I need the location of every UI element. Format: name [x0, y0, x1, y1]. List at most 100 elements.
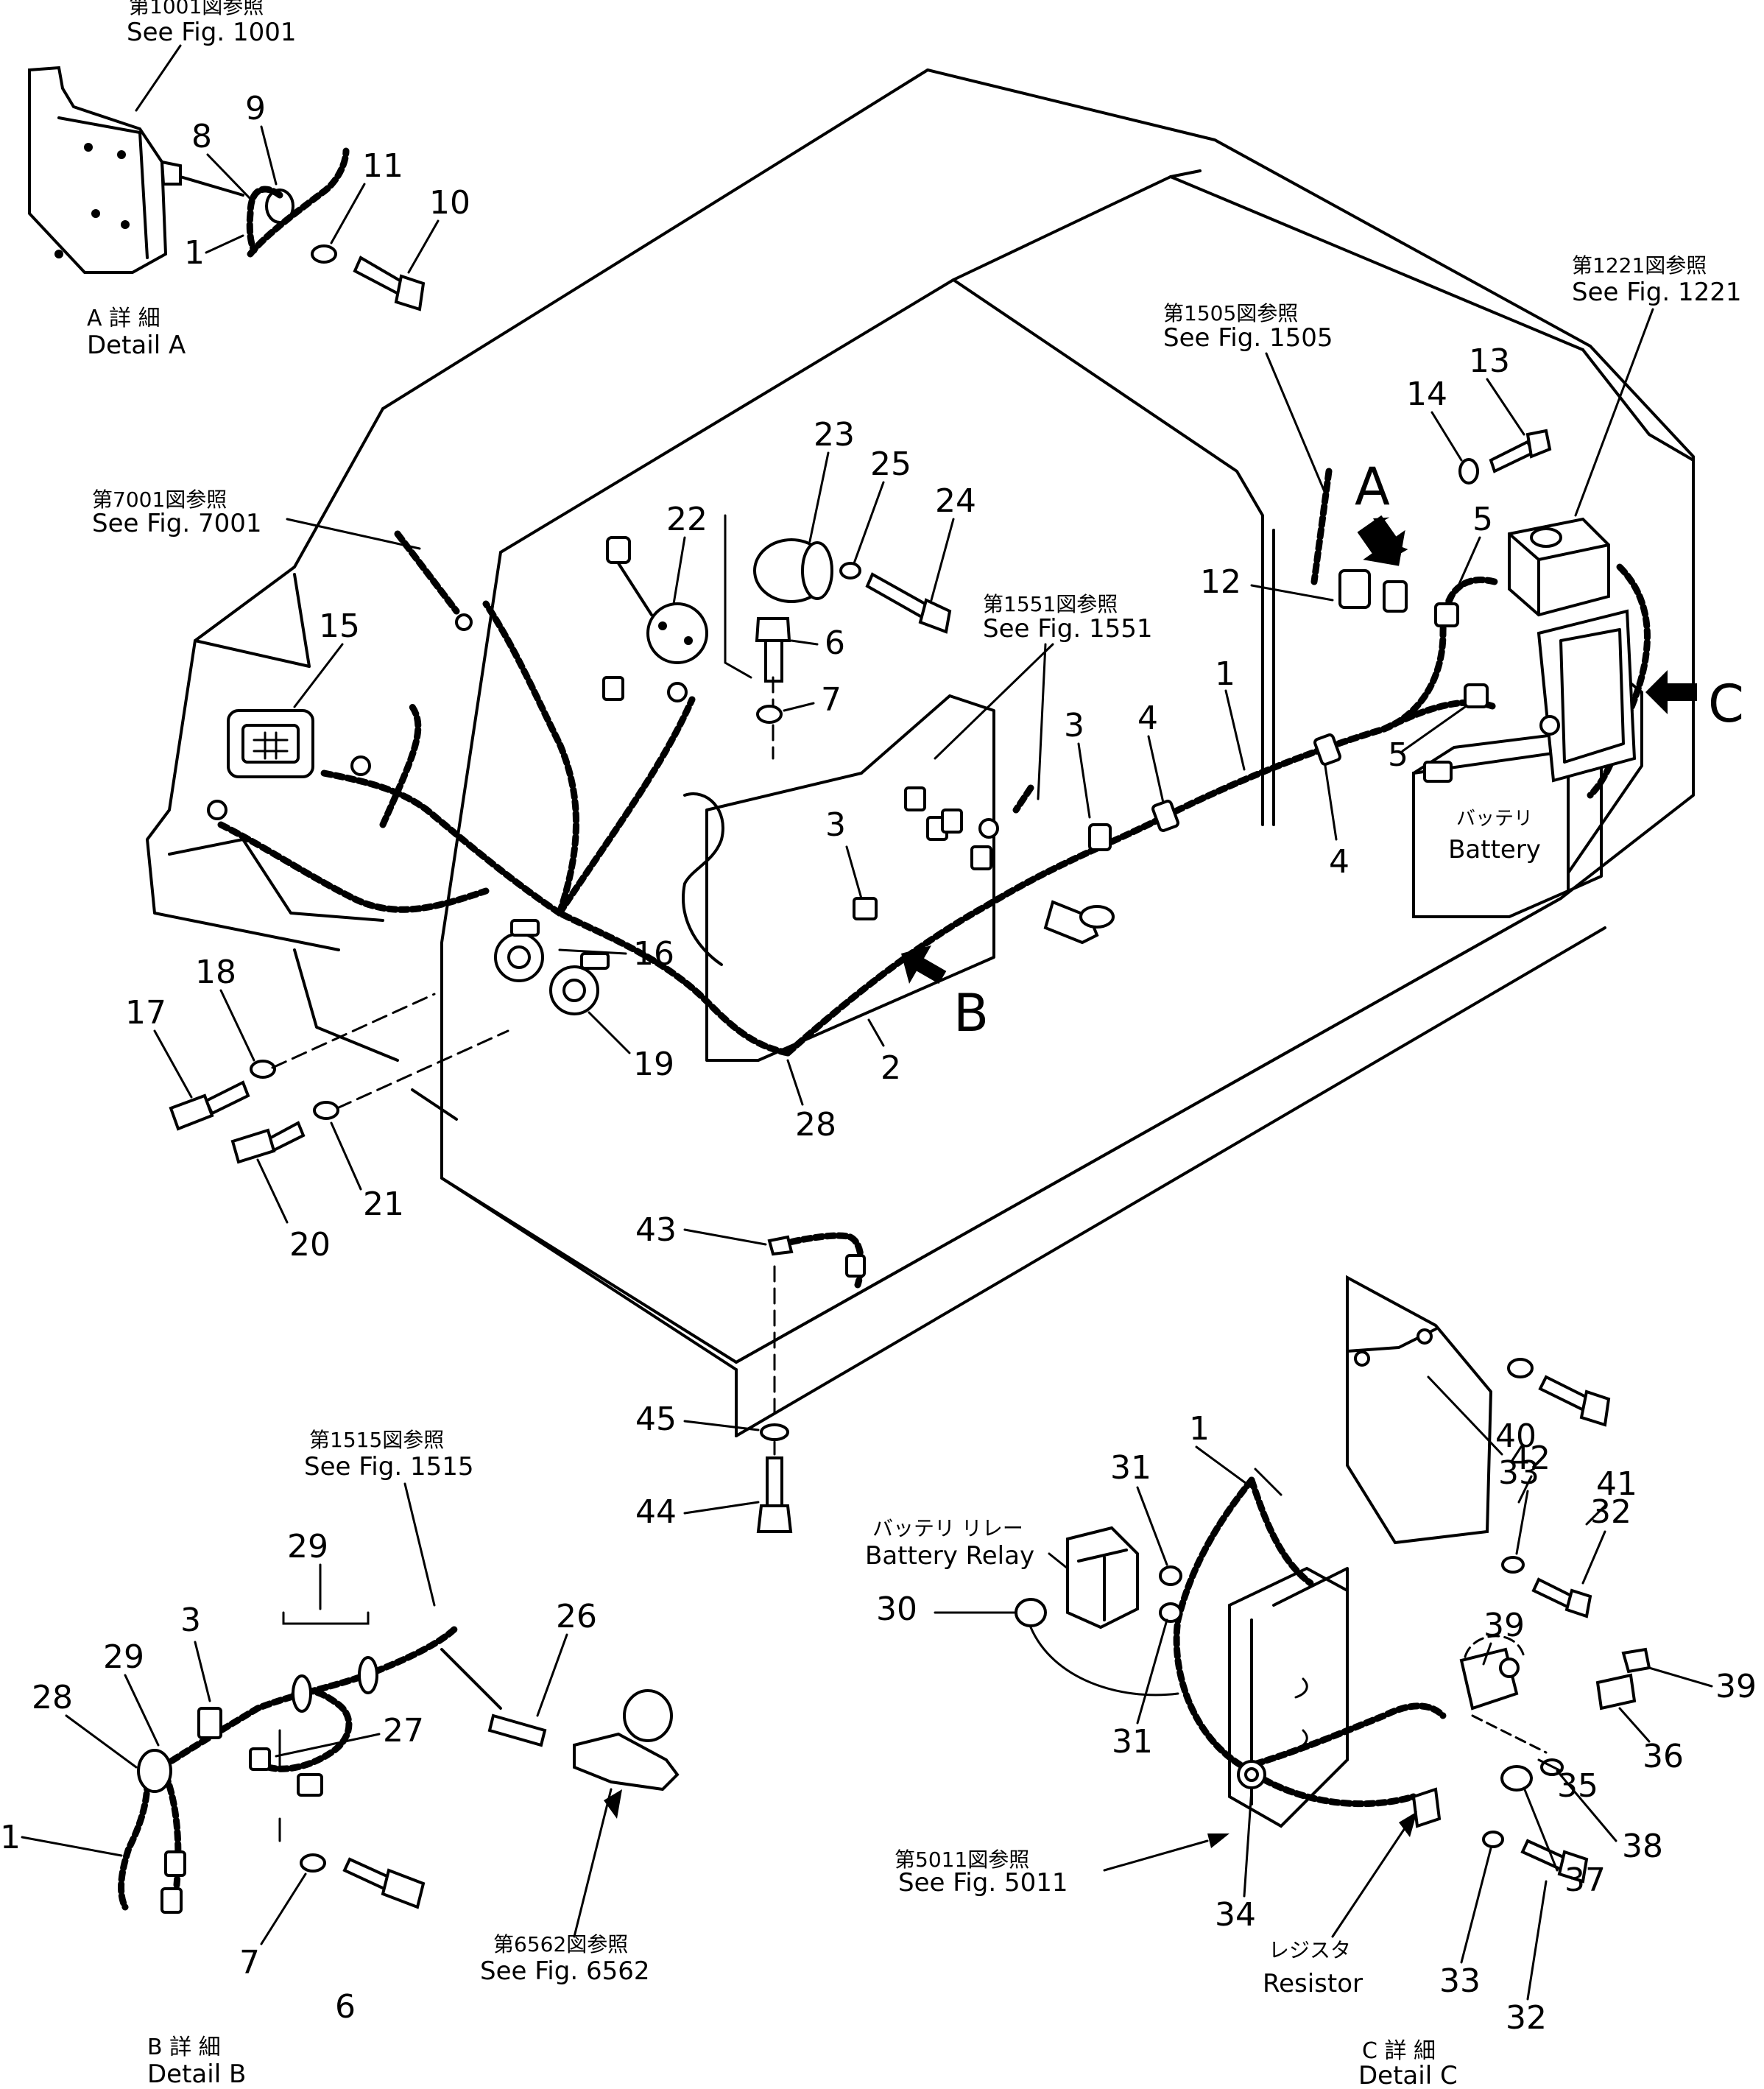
detail-c-title-jp: C 詳 細 — [1362, 2038, 1436, 2064]
detail-a-callout-9: 9 — [245, 90, 266, 127]
horn-19 — [549, 952, 610, 1015]
sender-22 — [606, 536, 708, 664]
callout-1: 1 — [1215, 655, 1235, 693]
detail-a-ref-en: See Fig. 1001 — [127, 18, 296, 47]
centerlines — [271, 514, 776, 1456]
battery-label-en: Battery — [1448, 835, 1541, 864]
ref-1505-jp: 第1505図参照 — [1163, 301, 1298, 325]
battery-relay-jp: バッテリ リレー — [872, 1516, 1023, 1540]
ref-1551-en: See Fig. 1551 — [983, 614, 1152, 644]
callout-4a: 4 — [1137, 700, 1158, 737]
callout-3b: 3 — [1064, 707, 1084, 744]
battery: バッテリ Battery — [1412, 728, 1603, 918]
bolt-44 — [756, 1456, 793, 1533]
ref-1221-jp: 第1221図参照 — [1572, 253, 1707, 278]
callout-2: 2 — [881, 1049, 901, 1087]
ref-7001-jp: 第7001図参照 — [92, 487, 227, 512]
detail-a-callout-8: 8 — [191, 118, 212, 155]
callout-25: 25 — [870, 445, 911, 483]
detail-b-callout-3: 3 — [180, 1602, 201, 1639]
detail-b: 第1515図参照 See Fig. 1515 29 26 3 29 — [0, 1428, 680, 2089]
letter-c: C — [1708, 674, 1744, 734]
callout-44: 44 — [635, 1493, 677, 1531]
detail-b-ref2-en: See Fig. 6562 — [480, 1956, 649, 1986]
resistor-en: Resistor — [1263, 1969, 1363, 1998]
callout-23: 23 — [814, 416, 855, 454]
detail-c-callout-38: 38 — [1622, 1828, 1663, 1865]
washer-14 — [1458, 458, 1479, 485]
callout-14: 14 — [1406, 376, 1447, 413]
cap-23 — [753, 538, 833, 603]
callout-6-main: 6 — [825, 624, 845, 662]
bolt-6-main — [755, 617, 791, 683]
callout-15: 15 — [319, 607, 360, 645]
ground-cable-43 — [767, 1232, 866, 1289]
detail-b-callout-28: 28 — [32, 1679, 73, 1716]
detail-b-ref-jp: 第1515図参照 — [309, 1428, 444, 1452]
callout-19: 19 — [633, 1046, 674, 1083]
detail-b-callout-29a: 29 — [287, 1528, 328, 1565]
detail-c-callout-40: 40 — [1495, 1417, 1537, 1455]
detail-c-callout-33a: 33 — [1498, 1454, 1539, 1492]
washer-45 — [760, 1423, 789, 1441]
detail-a-title-jp: A 詳 細 — [87, 306, 160, 331]
detail-b-callout-27: 27 — [383, 1712, 424, 1750]
view-arrows — [901, 515, 1697, 984]
detail-c-callout-34: 34 — [1215, 1896, 1256, 1934]
detail-b-ref-en: See Fig. 1515 — [304, 1452, 473, 1482]
detail-a-title-en: Detail A — [87, 331, 186, 360]
main-wiring-harness — [217, 563, 1651, 1057]
callout-5a: 5 — [1472, 501, 1493, 538]
machine-body-outline — [146, 68, 1695, 1437]
washer-18 — [250, 1060, 276, 1079]
view-letters: A B C — [953, 457, 1744, 1043]
ref-1221-en: See Fig. 1221 — [1572, 278, 1741, 307]
harness-clamps — [455, 569, 1489, 945]
detail-a-callout-10: 10 — [429, 184, 470, 222]
callout-3a: 3 — [825, 806, 846, 844]
detail-b-callout-29b: 29 — [103, 1638, 144, 1676]
letter-a: A — [1355, 457, 1390, 517]
main-callouts: 1 2 3 3 4 4 5 5 6 7 12 13 14 15 16 17 18… — [125, 342, 1525, 1531]
callout-28-main: 28 — [795, 1106, 836, 1144]
detail-c-callout-30: 30 — [876, 1590, 917, 1628]
callout-16: 16 — [633, 935, 674, 973]
bolt-13 — [1489, 429, 1552, 473]
detail-b-callout-26: 26 — [556, 1598, 597, 1635]
washer-21 — [313, 1101, 339, 1120]
detail-c-callout-41: 41 — [1596, 1465, 1637, 1503]
ref-1551-jp: 第1551図参照 — [983, 592, 1118, 616]
detail-b-ref2-jp: 第6562図参照 — [493, 1932, 628, 1956]
detail-c-ref-jp: 第5011図参照 — [895, 1847, 1029, 1872]
detail-b-title-jp: B 詳 細 — [147, 2035, 221, 2060]
detail-c-callout-32a: 32 — [1590, 1493, 1631, 1531]
main-fig-refs: 第7001図参照 See Fig. 7001 第1505図参照 See Fig.… — [92, 253, 1741, 814]
detail-c-ref-en: See Fig. 5011 — [898, 1868, 1068, 1898]
detail-c-title-en: Detail C — [1358, 2061, 1458, 2086]
detail-c-callout-35: 35 — [1557, 1767, 1598, 1805]
detail-c-callout-32b: 32 — [1506, 1999, 1547, 2037]
callout-13: 13 — [1469, 342, 1510, 380]
bolt-17 — [169, 1080, 250, 1131]
detail-c-callout-37: 37 — [1564, 1861, 1606, 1899]
detail-b-title-en: Detail B — [147, 2060, 246, 2086]
bolt-24 — [865, 572, 952, 634]
callout-24: 24 — [935, 482, 976, 520]
resistor-jp: レジスタ — [1269, 1938, 1351, 1962]
bolt-20 — [230, 1121, 306, 1164]
detail-b-callout-7: 7 — [239, 1944, 260, 1981]
ref-1505-en: See Fig. 1505 — [1163, 323, 1333, 353]
detail-b-callout-1: 1 — [0, 1819, 21, 1856]
detail-a-ref-jp: 第1001図参照 — [129, 0, 264, 18]
callout-7-main: 7 — [821, 681, 842, 719]
callout-22: 22 — [666, 501, 708, 538]
callout-12: 12 — [1200, 563, 1241, 601]
callout-21: 21 — [363, 1186, 404, 1223]
washer-7-main — [756, 705, 783, 724]
detail-c: 40 42 41 1 31 31 30 33 32 39 39 36 35 38… — [865, 1275, 1757, 2089]
callout-17: 17 — [125, 994, 166, 1032]
ref-7001-en: See Fig. 7001 — [92, 509, 261, 538]
callout-43: 43 — [635, 1211, 677, 1249]
